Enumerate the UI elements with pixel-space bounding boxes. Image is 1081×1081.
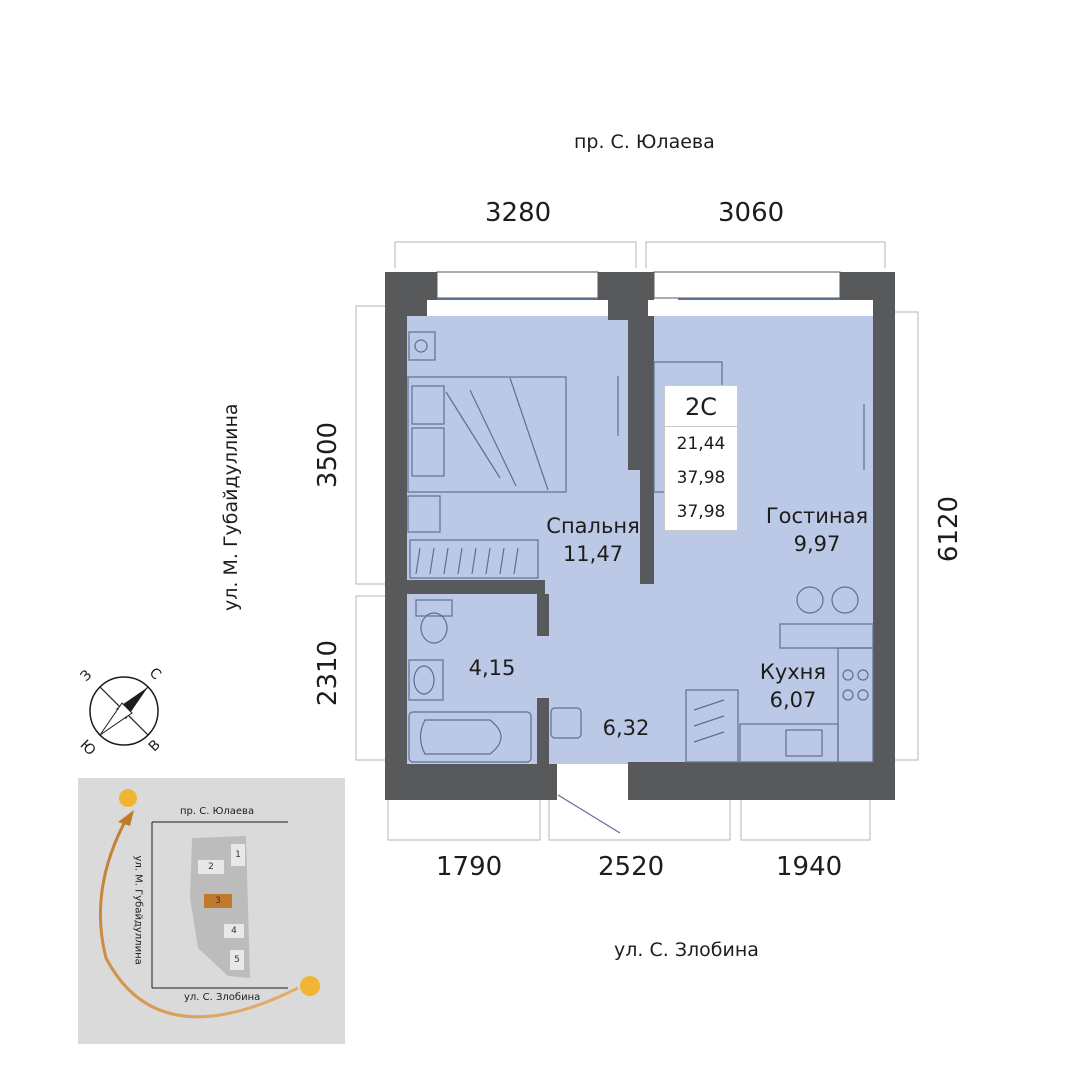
site-minimap: пр. С. Юлаева ул. М. Губайдуллина ул. С.… [78,778,345,1044]
dimension-left-bottom: 2310 [313,639,343,707]
minimap-street-north: пр. С. Юлаева [180,806,255,817]
apartment-badge: 2С 21,44 37,98 37,98 [664,385,738,531]
room-living-area: 9,97 [793,532,841,556]
dimension-bottom-right: 1940 [776,852,843,882]
dimension-top-left: 3280 [485,198,552,228]
apartment-type: 2С [665,386,737,427]
total-area-with-balcony: 37,98 [676,502,726,522]
walls [385,272,895,800]
room-kitchen: Кухня 6,07 [748,658,838,714]
street-north: пр. С. Юлаева [574,131,715,153]
total-area: 37,98 [676,468,726,488]
compass-icon [89,676,159,746]
room-bathroom-area: 4,15 [468,656,516,680]
dimension-top-right: 3060 [718,198,785,228]
minimap-building-2: 2 [208,862,214,872]
living-area: 21,44 [676,434,726,454]
windows [436,271,841,299]
room-bedroom-name: Спальня [546,514,640,538]
room-kitchen-area: 6,07 [769,688,817,712]
room-kitchen-name: Кухня [759,660,827,684]
minimap-building-4: 4 [231,926,237,936]
dimension-lines [355,241,919,841]
room-living: Гостиная 9,97 [762,502,872,558]
minimap-drawing [98,789,320,1019]
minimap-street-west: ул. М. Губайдуллина [132,855,144,965]
minimap-building-5: 5 [234,955,240,965]
minimap-building-1: 1 [235,850,241,860]
minimap-building-3: 3 [215,896,221,906]
room-living-name: Гостиная [765,504,869,528]
street-west: ул. М. Губайдуллина [220,403,242,611]
dimension-bottom-middle: 2520 [598,852,665,882]
room-bedroom: Спальня 11,47 [540,512,646,568]
dimension-bottom-left: 1790 [436,852,503,882]
dimension-left-top: 3500 [313,421,343,489]
street-south: ул. С. Злобина [614,939,759,961]
minimap-street-south: ул. С. Злобина [184,992,261,1003]
dimension-right: 6120 [934,495,964,563]
room-hall-area: 6,32 [602,716,650,740]
room-bedroom-area: 11,47 [562,542,624,566]
